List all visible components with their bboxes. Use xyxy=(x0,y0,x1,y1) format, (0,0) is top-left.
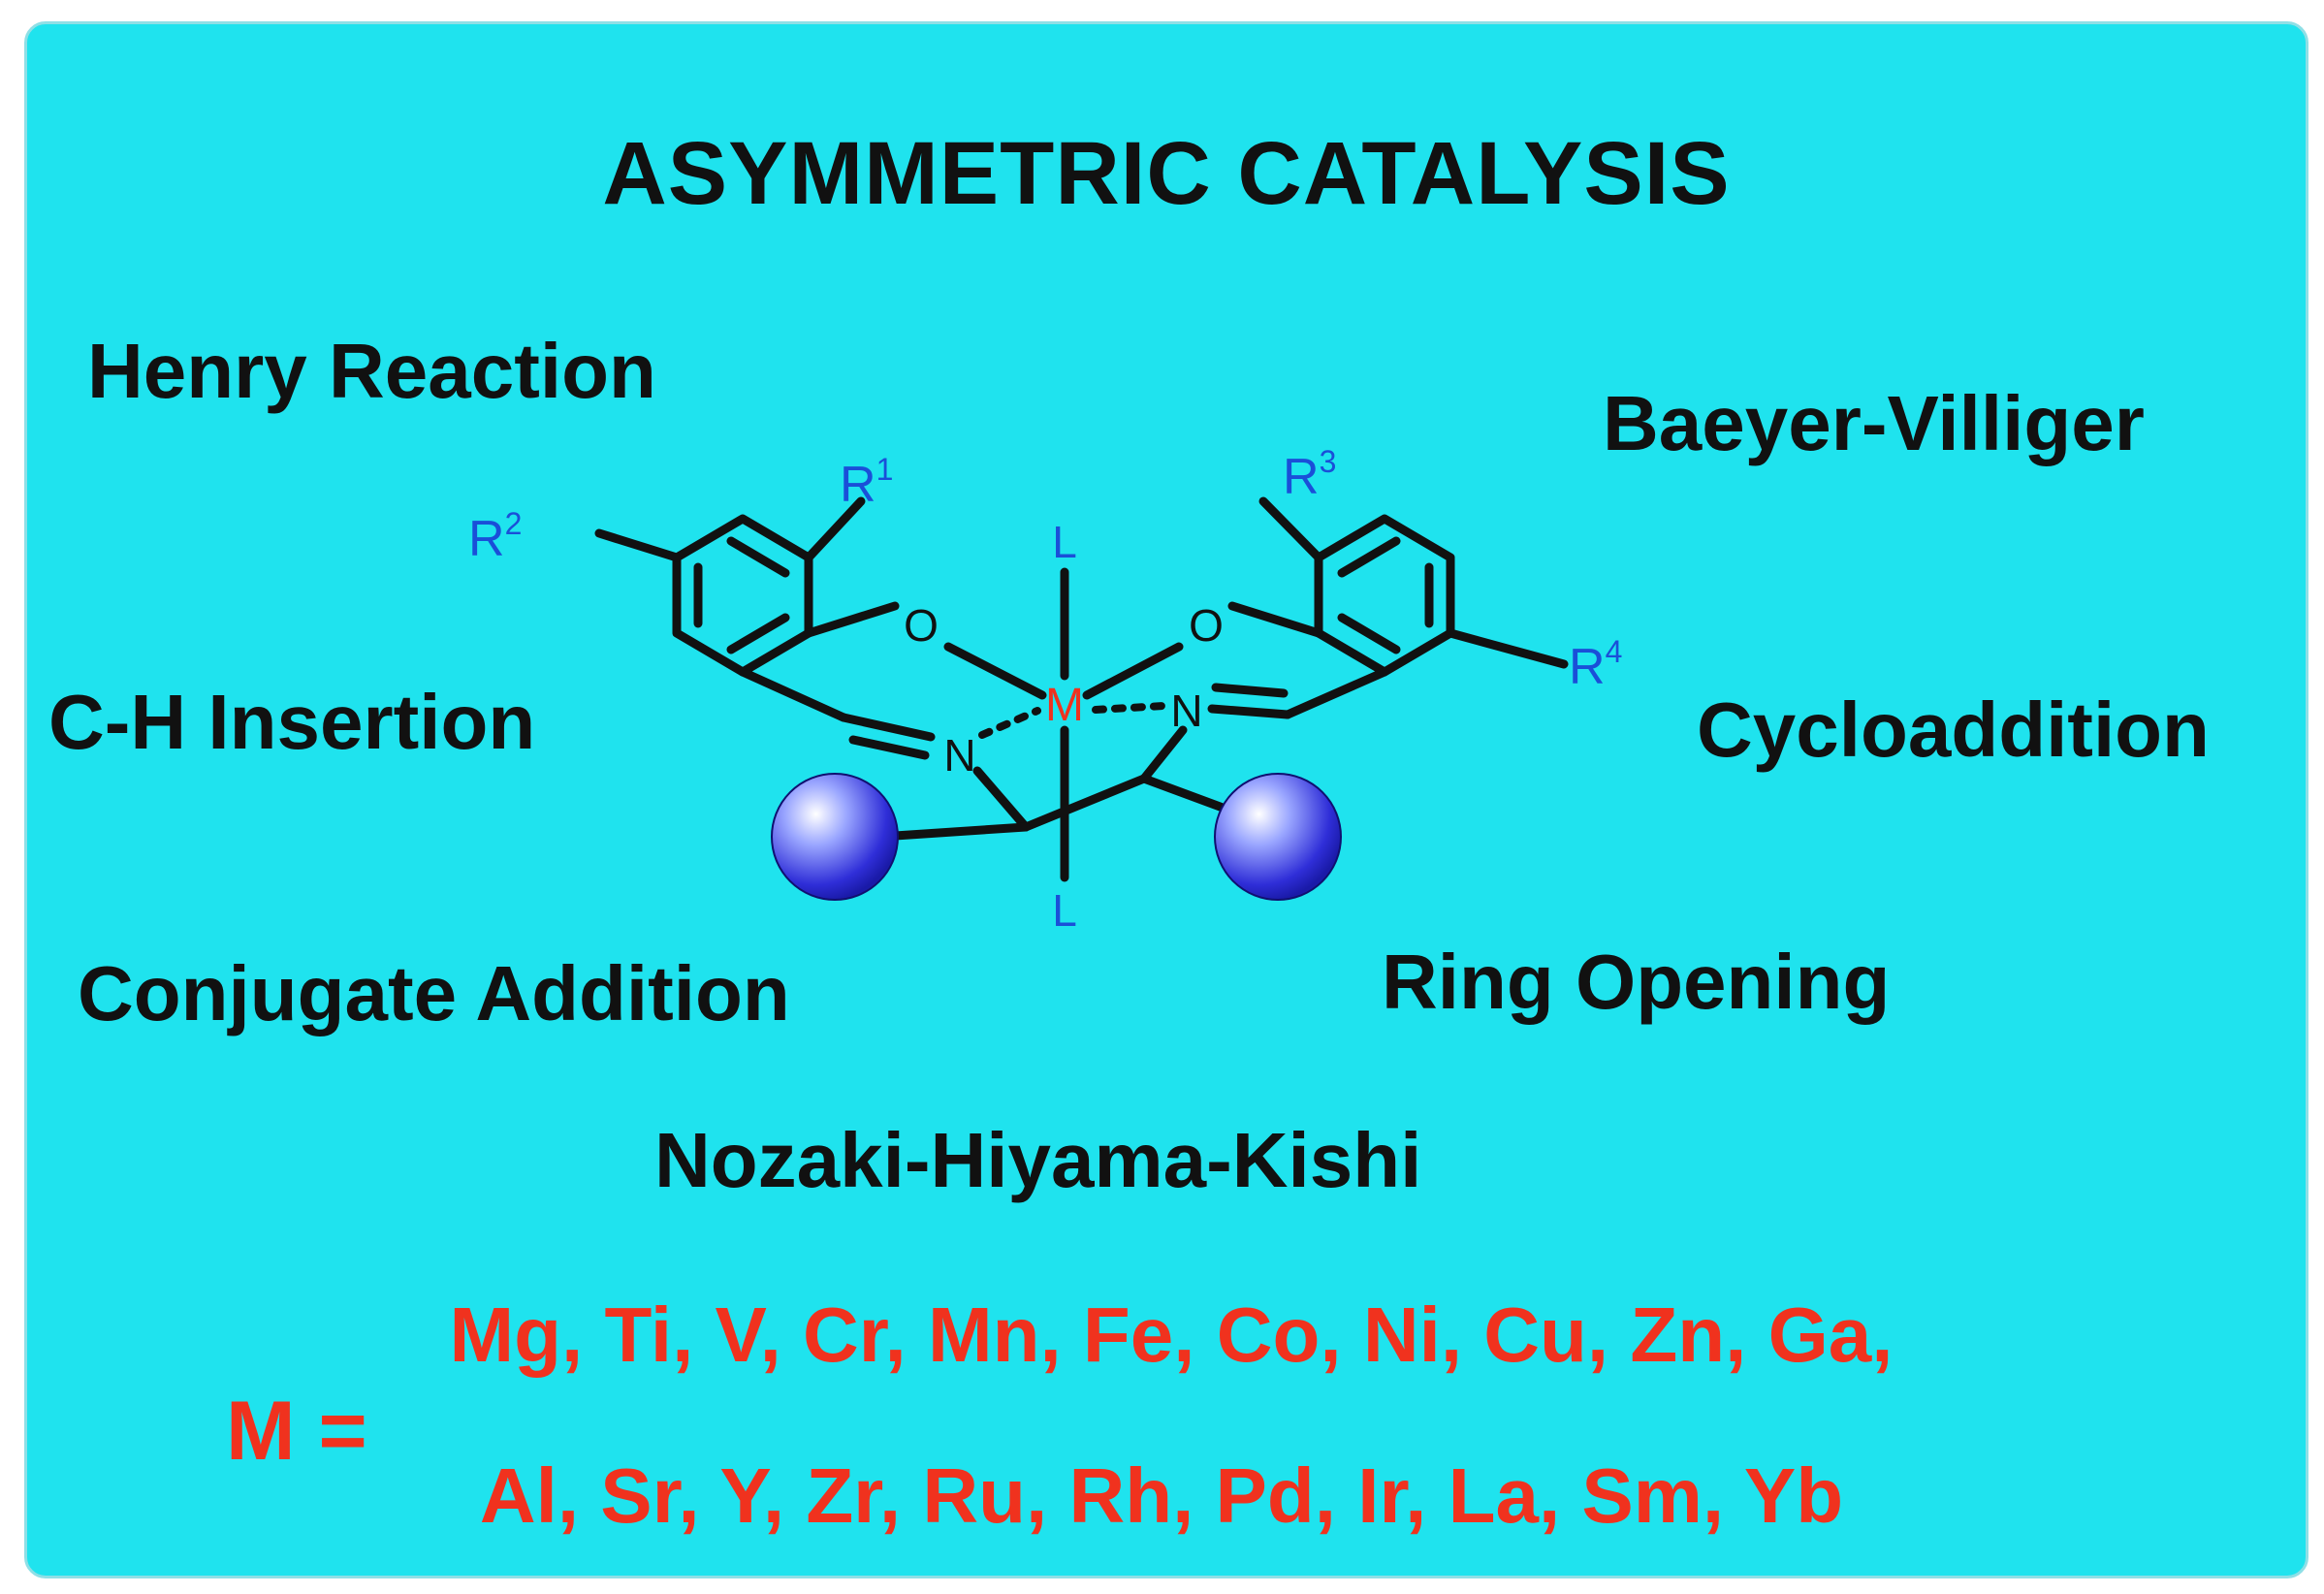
figure-title: ASYMMETRIC CATALYSIS xyxy=(602,124,1731,223)
reaction-ring-opening: Ring Opening xyxy=(1382,939,1891,1025)
nitrogen-left-label: N xyxy=(943,730,975,781)
reaction-conjugate-addition: Conjugate Addition xyxy=(78,950,790,1036)
reaction-nozaki-hiyama-kishi: Nozaki-Hiyama-Kishi xyxy=(654,1117,1422,1203)
reaction-cycloaddition: Cycloaddition xyxy=(1697,686,2210,773)
reaction-ch-insertion: C-H Insertion xyxy=(48,679,536,765)
oxygen-left-label: O xyxy=(904,600,939,651)
reaction-baeyer-villiger: Baeyer-Villiger xyxy=(1603,380,2145,466)
axial-ligand-bottom-label: L xyxy=(1052,885,1077,936)
salen-complex-structure: O O N N M L L R1 R2 R3 R4 xyxy=(468,444,1622,936)
right-substituent-sphere xyxy=(1214,773,1342,901)
r2-label: R2 xyxy=(468,506,522,567)
nitrogen-right-label: N xyxy=(1170,685,1202,736)
oxygen-right-label: O xyxy=(1189,600,1224,651)
metal-center-label: M xyxy=(1045,680,1084,731)
axial-ligand-top-label: L xyxy=(1052,517,1077,567)
r4-label: R4 xyxy=(1569,634,1622,695)
reaction-henry: Henry Reaction xyxy=(87,328,656,414)
figure-panel: ASYMMETRIC CATALYSIS Henry Reaction Baey… xyxy=(24,21,2308,1578)
metal-list-prefix: M = xyxy=(226,1385,367,1478)
r3-label: R3 xyxy=(1283,444,1336,505)
metal-list-line-1: Mg, Ti, V, Cr, Mn, Fe, Co, Ni, Cu, Zn, G… xyxy=(449,1291,1894,1378)
r1-label: R1 xyxy=(840,452,893,513)
left-substituent-sphere xyxy=(771,773,899,901)
metal-list-line-2: Al, Sr, Y, Zr, Ru, Rh, Pd, Ir, La, Sm, Y… xyxy=(479,1452,1844,1539)
